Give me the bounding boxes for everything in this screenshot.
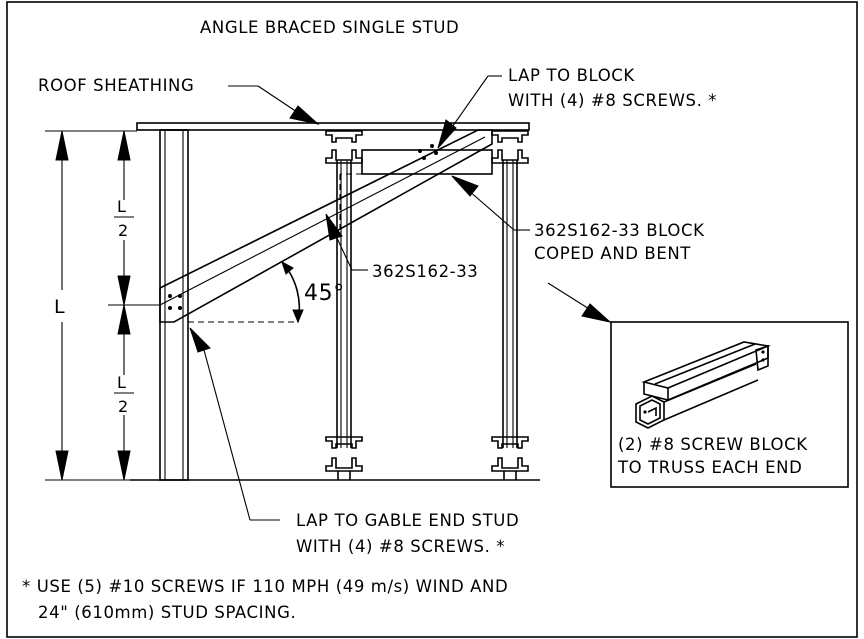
drawing-border: [6, 1, 858, 638]
block-isometric-icon: [635, 341, 771, 429]
angle-label: 45°: [304, 281, 345, 306]
brace-label: 362S162-33: [372, 262, 478, 281]
dimension-half-upper: L 2: [108, 130, 160, 306]
footnote-line-1: * USE (5) #10 SCREWS IF 110 MPH (49 m/s)…: [22, 577, 508, 596]
dim-half-lower-den: 2: [118, 397, 129, 416]
roof-sheathing-label: ROOF SHEATHING: [38, 76, 194, 95]
lap-to-stud-label-1: LAP TO GABLE END STUD: [296, 511, 519, 530]
block-label-1: 362S162-33 BLOCK: [534, 221, 705, 240]
detail-label-2: TO TRUSS EACH END: [617, 458, 802, 477]
block-label-2: COPED AND BENT: [534, 244, 691, 263]
lap-to-block-label-2: WITH (4) #8 SCREWS. *: [508, 91, 717, 110]
dim-total-label: L: [54, 296, 65, 318]
angle-indicator: 45°: [281, 260, 345, 324]
block-callout: 362S162-33 BLOCK COPED AND BENT: [451, 175, 705, 263]
block-detail-inset: (2) #8 SCREW BLOCK TO TRUSS EACH END: [610, 321, 849, 488]
detail-label-1: (2) #8 SCREW BLOCK: [618, 435, 808, 454]
roof-sheathing-board: [136, 122, 530, 131]
dimension-half-lower: L 2: [114, 304, 134, 481]
right-stud: [491, 130, 529, 480]
lap-to-block-label-1: LAP TO BLOCK: [508, 66, 635, 85]
block: [339, 149, 493, 232]
brace-callout: 362S162-33: [325, 213, 478, 281]
lap-to-gable-stud-callout: LAP TO GABLE END STUD WITH (4) #8 SCREWS…: [189, 327, 519, 556]
roof-sheathing-callout: ROOF SHEATHING: [38, 76, 320, 125]
dim-half-lower-num: L: [117, 373, 127, 392]
footnote-line-2: 24" (610mm) STUD SPACING.: [38, 603, 296, 622]
detail-arrow: [547, 282, 612, 323]
lap-to-stud-label-2: WITH (4) #8 SCREWS. *: [296, 537, 505, 556]
diagonal-brace: [159, 129, 493, 323]
dim-half-upper-den: 2: [118, 221, 129, 240]
lap-to-block-callout: LAP TO BLOCK WITH (4) #8 SCREWS. *: [437, 66, 717, 149]
diagram-title: ANGLE BRACED SINGLE STUD: [200, 18, 459, 37]
dimension-total-L: L: [45, 130, 137, 481]
dim-half-upper-num: L: [117, 197, 127, 216]
